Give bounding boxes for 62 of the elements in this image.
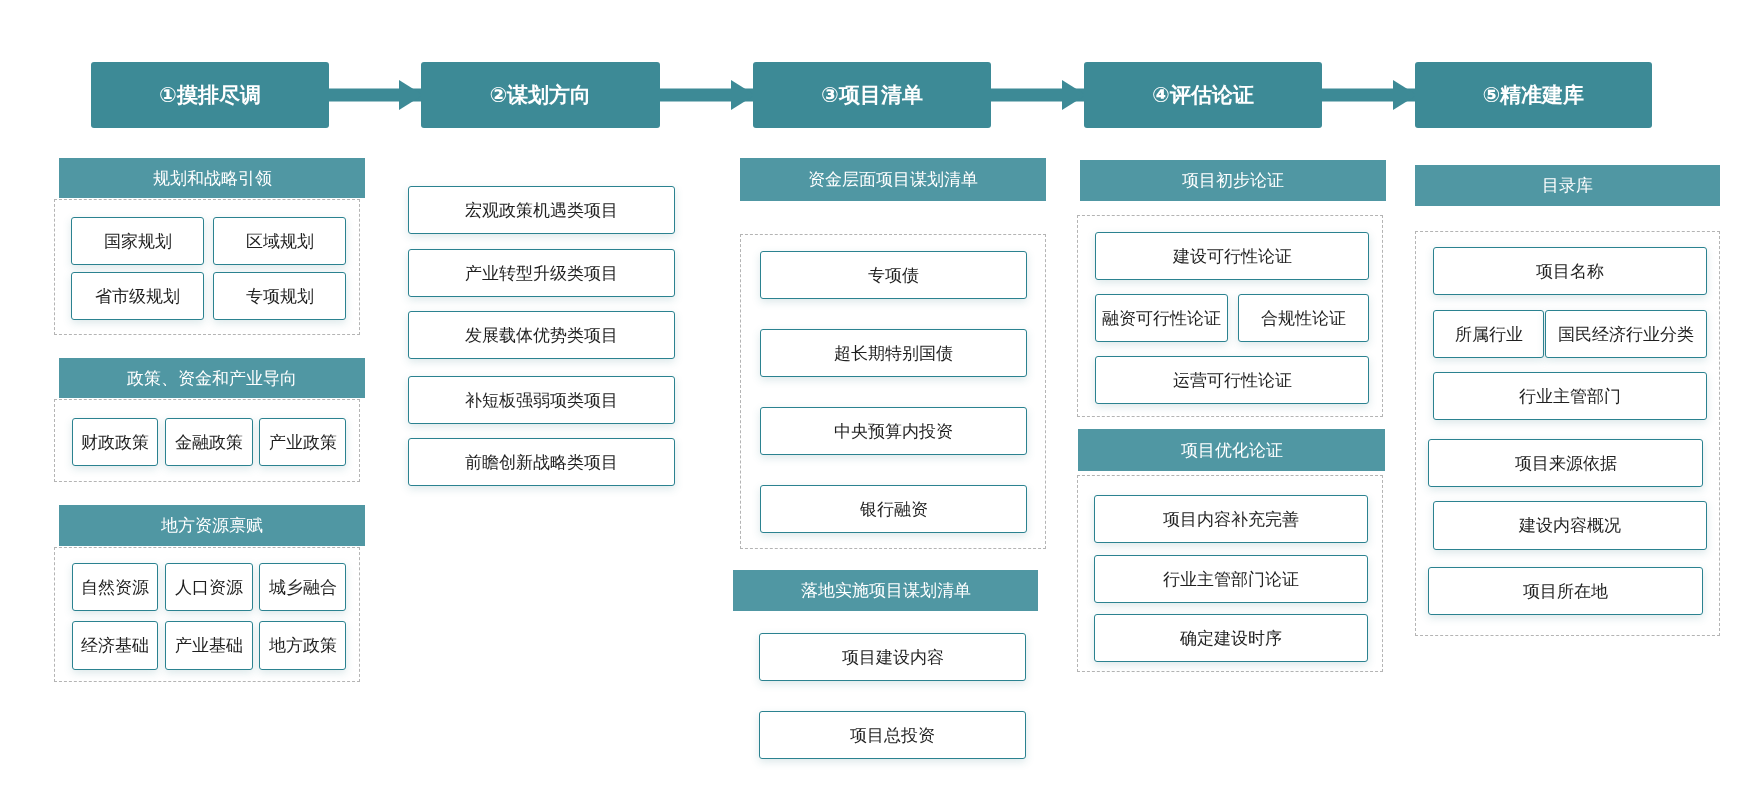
item-box: 金融政策 [165, 418, 253, 466]
section-header: 项目优化论证 [1078, 429, 1385, 471]
item-box: 国家规划 [71, 217, 204, 265]
section-header: 地方资源禀赋 [59, 505, 365, 546]
arrow [660, 80, 755, 110]
section-header: 政策、资金和产业导向 [59, 358, 365, 398]
arrow [1322, 80, 1417, 110]
item-box: 地方政策 [259, 621, 346, 670]
item-box: 项目来源依据 [1428, 439, 1703, 487]
item-box: 产业转型升级类项目 [408, 249, 675, 297]
item-box: 中央预算内投资 [760, 407, 1027, 455]
item-box: 自然资源 [72, 563, 158, 611]
section-header: 项目初步论证 [1080, 160, 1386, 201]
step-header: ⑤精准建库 [1415, 62, 1652, 128]
item-box: 产业政策 [259, 418, 346, 466]
item-box: 项目内容补充完善 [1094, 495, 1368, 543]
item-box: 专项债 [760, 251, 1027, 299]
item-box: 专项规划 [213, 272, 346, 320]
dashed-frame [54, 199, 360, 335]
dashed-frame [54, 399, 360, 482]
dashed-frame [54, 547, 360, 682]
dashed-frame [1077, 475, 1383, 672]
item-box: 补短板强弱项类项目 [408, 376, 675, 424]
item-box: 项目名称 [1433, 247, 1707, 295]
arrow [329, 80, 423, 110]
dashed-frame [740, 234, 1046, 549]
item-box: 项目建设内容 [759, 633, 1026, 681]
item-box: 行业主管部门 [1433, 372, 1707, 420]
section-header: 规划和战略引领 [59, 158, 365, 198]
step-header: ③项目清单 [753, 62, 991, 128]
section-header: 资金层面项目谋划清单 [740, 158, 1046, 201]
item-box: 行业主管部门论证 [1094, 555, 1368, 603]
item-box: 经济基础 [72, 621, 158, 670]
step-header: ④评估论证 [1084, 62, 1322, 128]
item-box: 建设内容概况 [1433, 501, 1707, 550]
item-box: 产业基础 [165, 621, 253, 670]
item-box: 运营可行性论证 [1095, 356, 1369, 404]
item-box: 人口资源 [165, 563, 253, 611]
section-header: 落地实施项目谋划清单 [733, 570, 1038, 611]
item-box: 前瞻创新战略类项目 [408, 438, 675, 486]
section-header: 目录库 [1415, 165, 1720, 206]
dashed-frame [1077, 215, 1383, 417]
item-box: 融资可行性论证 [1095, 294, 1228, 342]
step-header: ①摸排尽调 [91, 62, 329, 128]
step-header: ②谋划方向 [421, 62, 660, 128]
item-box: 财政政策 [72, 418, 158, 466]
dashed-frame [1415, 231, 1720, 636]
item-box: 项目所在地 [1428, 567, 1703, 615]
item-box: 合规性论证 [1238, 294, 1369, 342]
item-box: 发展载体优势类项目 [408, 311, 675, 359]
item-box: 银行融资 [760, 485, 1027, 533]
item-box: 省市级规划 [71, 272, 204, 320]
item-box: 确定建设时序 [1094, 614, 1368, 662]
arrow [991, 80, 1086, 110]
item-box: 国民经济行业分类 [1545, 310, 1707, 358]
item-box: 区域规划 [213, 217, 346, 265]
item-box: 所属行业 [1433, 310, 1544, 358]
item-box: 超长期特别国债 [760, 329, 1027, 377]
item-box: 宏观政策机遇类项目 [408, 186, 675, 234]
item-box: 城乡融合 [259, 563, 346, 611]
item-box: 建设可行性论证 [1095, 232, 1369, 280]
item-box: 项目总投资 [759, 711, 1026, 759]
